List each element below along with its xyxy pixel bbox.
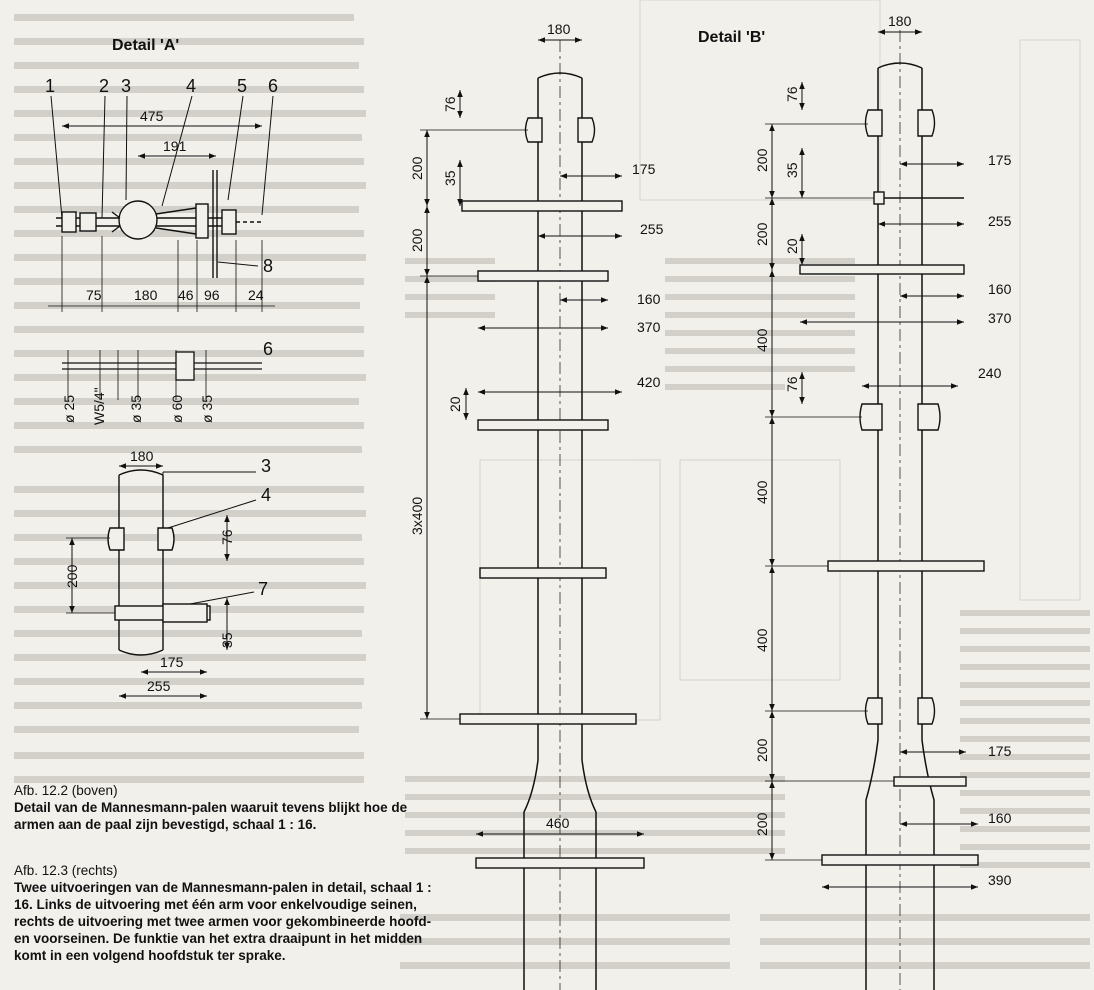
pole-b-clamps [859,109,941,725]
caption-afb-12-2: Afb. 12.2 (boven) Detail van de Mannesma… [14,782,434,833]
dim-small-35: 35 [219,632,235,648]
dim-b-400-a: 400 [754,328,770,352]
dim-b-76-a: 76 [784,86,800,102]
part-label-3: 3 [121,76,131,96]
dim-small-255: 255 [147,678,171,694]
dim-46: 46 [178,287,194,303]
dim-small-200: 200 [64,564,80,588]
dim-phi25: ø 25 [61,395,77,423]
dim-mid-370: 370 [637,319,661,335]
part-label-7: 7 [258,579,268,599]
part-label-4: 4 [186,76,196,96]
caption-afb-12-3-heading: Afb. 12.3 (rechts) [14,863,118,878]
part-label-6-shaft: 6 [263,339,273,359]
part-label-6: 6 [268,76,278,96]
shaft-view [62,350,262,400]
pole-b-outline [865,30,935,990]
part-label-4-pole: 4 [261,485,271,505]
dim-b-20: 20 [784,238,800,254]
dim-75: 75 [86,287,102,303]
dim-mid-180: 180 [547,21,571,37]
dim-b-200-b: 200 [754,222,770,246]
dim-b-240: 240 [978,365,1002,381]
detail-b-title: Detail 'B' [698,29,765,46]
dim-b-180: 180 [888,13,912,29]
part-label-5: 5 [237,76,247,96]
small-pole [107,469,211,656]
caption-afb-12-3: Afb. 12.3 (rechts) Twee uitvoeringen van… [14,862,434,964]
part-label-1: 1 [45,76,55,96]
dim-w54: W5/4" [91,387,107,425]
part-leaders [50,95,274,219]
dim-small-175: 175 [160,654,184,670]
detail-b: Detail 'B' [698,13,1012,990]
detail-a: Detail 'A' 1 2 3 4 5 6 475 191 [45,37,278,699]
pole-b-arms [799,197,985,866]
dim-b-35: 35 [784,162,800,178]
pole-single-arm: 180 76 200 35 175 200 255 160 370 420 20 [409,21,664,990]
dim-mid-3x400: 3x400 [409,497,425,535]
caption-afb-12-2-heading: Afb. 12.2 (boven) [14,783,118,798]
dim-b-370: 370 [988,310,1012,326]
arm-assembly-plan [56,170,262,278]
pole-arms [459,200,645,869]
dim-b-200-c: 200 [754,738,770,762]
dim-mid-20: 20 [447,396,463,412]
caption-afb-12-3-body: Twee uitvoeringen van de Mannesmann-pale… [14,880,432,963]
dim-b-400-b: 400 [754,480,770,504]
dim-180-arm: 180 [134,287,158,303]
dim-b-390: 390 [988,872,1012,888]
dim-b-200-a: 200 [754,148,770,172]
dim-mid-460: 460 [546,815,570,831]
dim-b-76-b: 76 [784,376,800,392]
part-label-3-pole: 3 [261,456,271,476]
part-label-2: 2 [99,76,109,96]
dim-b-200-d: 200 [754,812,770,836]
dim-mid-160: 160 [637,291,661,307]
dim-96: 96 [204,287,220,303]
dim-mid-420: 420 [637,374,661,390]
dim-b-175-b: 175 [988,743,1012,759]
dim-small-180: 180 [130,448,154,464]
caption-afb-12-2-body: Detail van de Mannesmann-palen waaruit t… [14,800,408,832]
dim-phi60: ø 60 [169,395,185,423]
dim-phi35-a: ø 35 [128,395,144,423]
dim-phi35-b: ø 35 [199,395,215,423]
dim-mid-200-b: 200 [409,228,425,252]
dim-mid-175: 175 [632,161,656,177]
detail-a-title: Detail 'A' [112,37,179,54]
part-label-8: 8 [263,256,273,276]
dim-b-400-c: 400 [754,628,770,652]
dim-mid-76: 76 [442,96,458,112]
dim-b-160-b: 160 [988,810,1012,826]
dim-b-175-a: 175 [988,152,1012,168]
dim-24: 24 [248,287,264,303]
dim-mid-35: 35 [442,170,458,186]
dim-mid-200-a: 200 [409,156,425,180]
pole-clamps [524,117,596,143]
dim-mid-255: 255 [640,221,664,237]
pole-outline [523,40,597,990]
dim-small-76: 76 [219,529,235,545]
dim-475: 475 [140,108,164,124]
dim-b-160-a: 160 [988,281,1012,297]
dim-b-255: 255 [988,213,1012,229]
dim-191: 191 [163,138,187,154]
